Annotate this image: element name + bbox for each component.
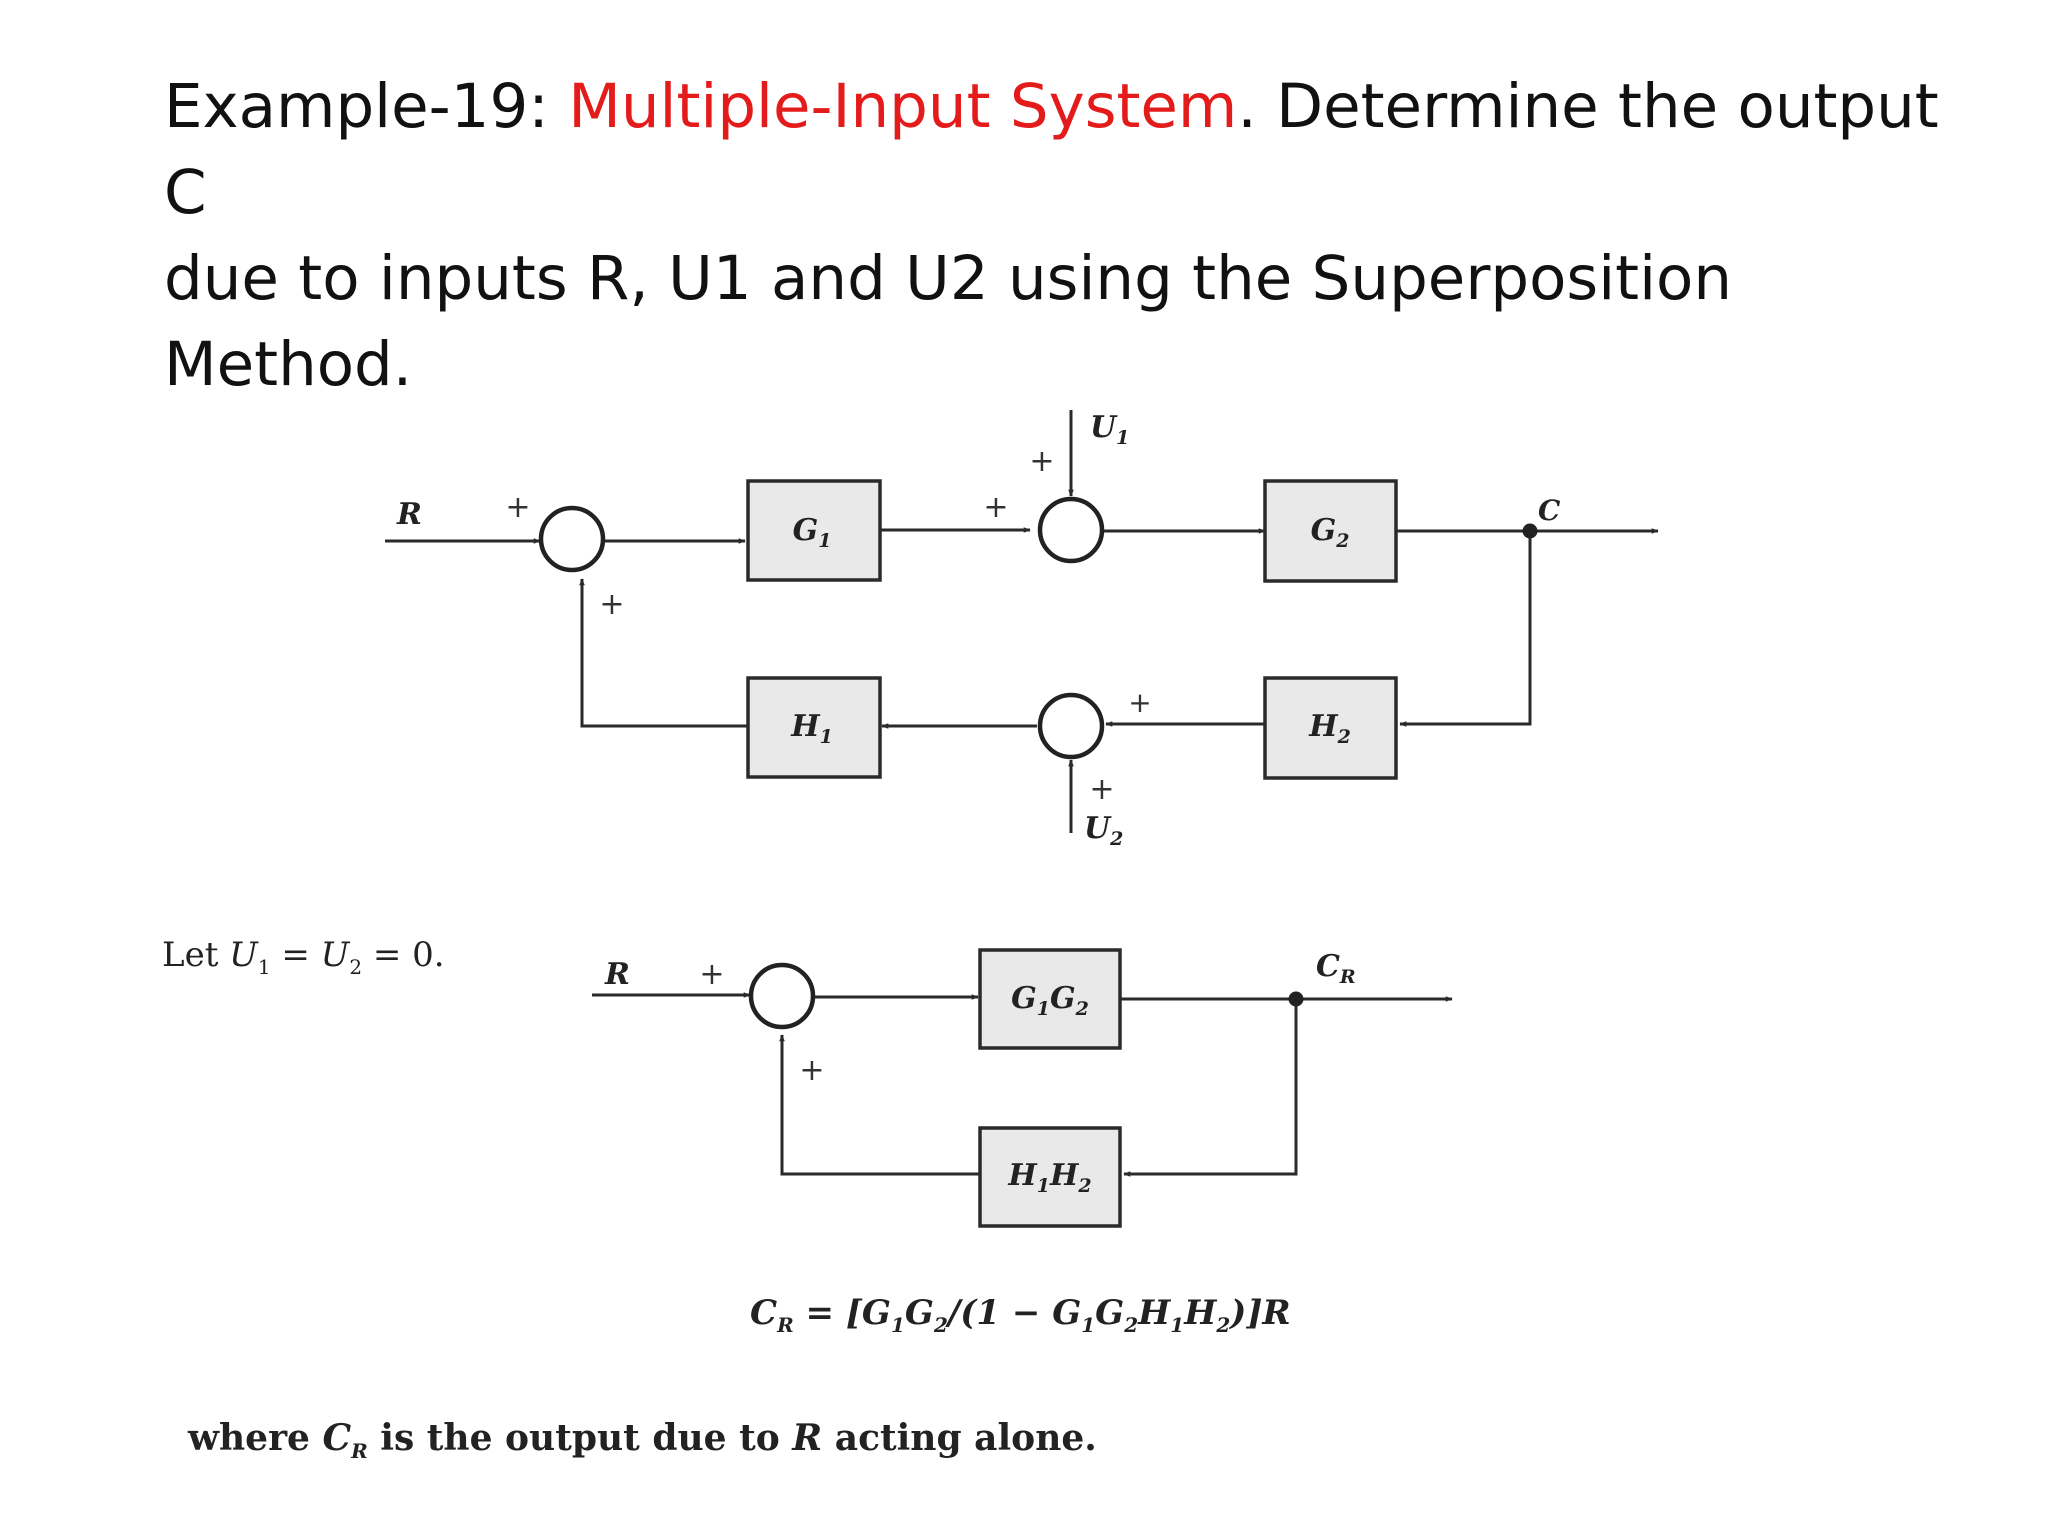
condition-text: Let U1 = U2 = 0. [162,935,445,979]
reduced-input-r-label: R [604,957,630,992]
title-line-2: due to inputs R, U1 and U2 using the Sup… [164,243,1733,400]
u2-label: U2 [1084,811,1123,850]
block-h1 [746,676,882,779]
h2-feedback-wire [1399,531,1532,727]
title-highlight: Multiple-Input System [568,71,1238,142]
sign-sum2-forward: + [983,490,1008,525]
block-h1h2-label: H1H2 [1007,1158,1091,1197]
u1-label: U1 [1090,410,1129,449]
sign-sum1-input: + [505,490,530,525]
reduced-branch-point [1288,991,1304,1007]
slide-title: Example-19: Multiple-Input System. Deter… [164,64,1964,408]
block-g2 [1263,479,1398,583]
block-g1g2-label: G1G2 [1011,981,1089,1020]
block-h2-label: H2 [1308,709,1351,748]
sign-sum2-u1: + [1029,444,1054,479]
reduced-feedback-wire [1123,999,1298,1177]
multi-input-block-diagram: G1 G2 H1 H2 R C U1 U2 + + + + + + [385,410,1659,850]
block-h1h2 [978,1126,1122,1228]
reduced-hh-to-sum-wire [779,1034,980,1176]
block-h1-label: H1 [790,709,833,748]
block-h2 [1263,676,1398,780]
title-line-1: Example-19: Multiple-Input System. Deter… [164,64,1964,236]
reduced-summing-junction [748,962,816,1030]
output-c-label: C [1538,494,1561,527]
title-prefix: Example-19: [164,71,569,142]
input-r-label: R [396,497,422,532]
title-rest: . Determine the output C [164,71,1939,228]
reduced-sign-input: + [699,957,724,992]
footnote-text: where CR is the output due to R acting a… [187,1417,1097,1463]
summing-junction-2 [1037,496,1105,564]
reduced-sign-feedback: + [799,1053,824,1088]
closed-loop-equation: CR = [G1G2/(1 − G1G2H1H2)]R [750,1293,1291,1337]
h1-feedback-wire [579,578,748,728]
sign-sum3-u2: + [1089,772,1114,807]
block-g1 [746,479,882,582]
block-g1g2 [978,948,1122,1050]
block-g2-label: G2 [1311,513,1350,552]
summing-junction-1 [538,505,606,573]
sign-sum1-feedback: + [599,587,624,622]
sign-sum3-feedback: + [1128,686,1151,719]
summing-junction-3 [1037,692,1105,760]
block-g1-label: G1 [793,513,832,552]
reduced-output-cr-label: CR [1316,949,1356,988]
output-branch-point [1522,523,1538,539]
reduced-block-diagram: G1G2 H1H2 R CR + + [592,948,1453,1228]
